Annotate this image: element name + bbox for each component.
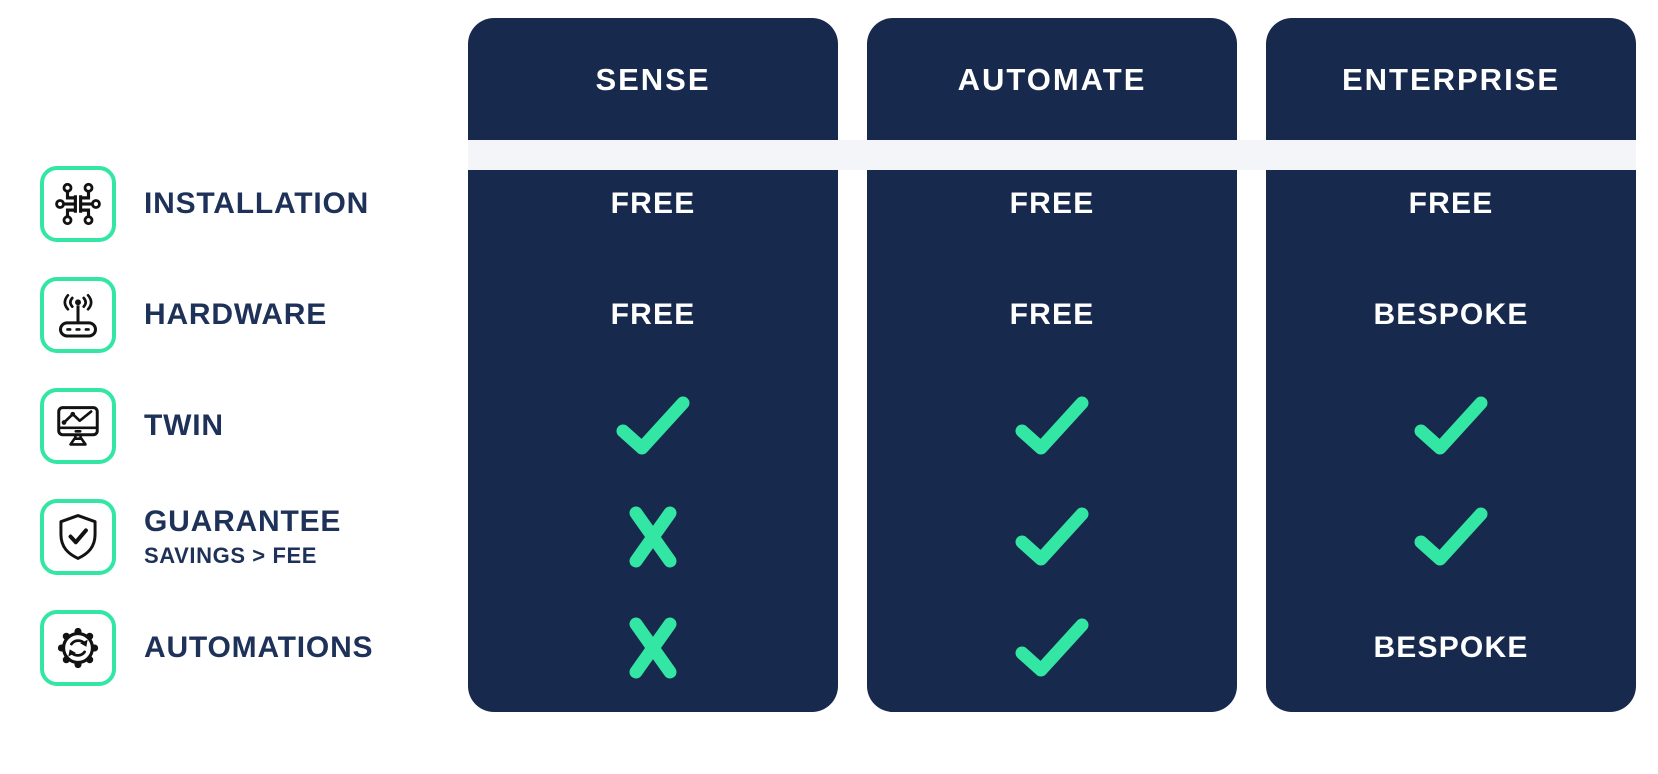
check-icon (1015, 507, 1089, 566)
plan-body: FREE FREE (867, 149, 1237, 703)
plan-body: FREE FREE (468, 149, 838, 703)
plan-cell: FREE (468, 149, 838, 260)
plan-cell: FREE (867, 149, 1237, 260)
plan-header: AUTOMATE (867, 18, 1237, 142)
cell-text: BESPOKE (1373, 630, 1529, 664)
plan-cell: FREE (867, 260, 1237, 371)
plan-header: ENTERPRISE (1266, 18, 1636, 142)
monitor-graph-icon (40, 387, 116, 464)
cell-text: FREE (610, 187, 696, 221)
cross-icon (629, 617, 677, 679)
plan-column-sense: SENSE FREE FREE (468, 18, 838, 712)
feature-label: TWIN (144, 408, 224, 442)
plan-columns: SENSE FREE FREE AUTOMATE FREE FREE (468, 18, 1636, 712)
plan-column-enterprise: ENTERPRISE FREE BESPOKE BESPOKE (1266, 18, 1636, 712)
cross-icon (629, 506, 677, 568)
check-icon (616, 396, 690, 455)
check-icon (1414, 507, 1488, 566)
circuit-nodes-icon (40, 166, 116, 243)
check-icon (1414, 396, 1488, 455)
cell-text: FREE (1009, 187, 1095, 221)
feature-row-installation: INSTALLATION (40, 149, 460, 260)
check-icon (1015, 396, 1089, 455)
header-separator-band (468, 140, 1636, 170)
gear-sync-icon (40, 609, 116, 686)
cell-text: FREE (1009, 298, 1095, 332)
plan-column-automate: AUTOMATE FREE FREE (867, 18, 1237, 712)
feature-label: AUTOMATIONS (144, 630, 374, 664)
plan-cell: FREE (1266, 149, 1636, 260)
plan-name: AUTOMATE (957, 62, 1147, 97)
plan-body: FREE BESPOKE BESPOKE (1266, 149, 1636, 703)
plan-cell (1266, 371, 1636, 482)
feature-row-automations: AUTOMATIONS (40, 592, 460, 703)
plan-cell (867, 592, 1237, 703)
check-icon (1015, 618, 1089, 677)
cell-text: FREE (610, 298, 696, 332)
plan-cell (867, 371, 1237, 482)
plan-cell (468, 592, 838, 703)
feature-row-twin: TWIN (40, 371, 460, 482)
cell-text: BESPOKE (1373, 298, 1529, 332)
plan-name: SENSE (595, 62, 711, 97)
feature-row-guarantee: GUARANTEE SAVINGS > FEE (40, 481, 460, 592)
feature-sublabel: SAVINGS > FEE (144, 542, 318, 568)
feature-label: GUARANTEE (144, 504, 342, 538)
plan-cell (468, 481, 838, 592)
plan-cell: BESPOKE (1266, 260, 1636, 371)
plan-name: ENTERPRISE (1341, 62, 1561, 97)
plan-cell (468, 371, 838, 482)
shield-check-icon (40, 498, 116, 575)
feature-label: INSTALLATION (144, 187, 370, 221)
feature-row-hardware: HARDWARE (40, 260, 460, 371)
feature-label: HARDWARE (144, 298, 328, 332)
plan-header: SENSE (468, 18, 838, 142)
plan-cell (867, 481, 1237, 592)
plan-cell: FREE (468, 260, 838, 371)
feature-list: INSTALLATION HARDWARE (40, 149, 460, 703)
cell-text: FREE (1408, 187, 1494, 221)
plan-cell (1266, 481, 1636, 592)
plan-cell: BESPOKE (1266, 592, 1636, 703)
router-antenna-icon (40, 277, 116, 354)
